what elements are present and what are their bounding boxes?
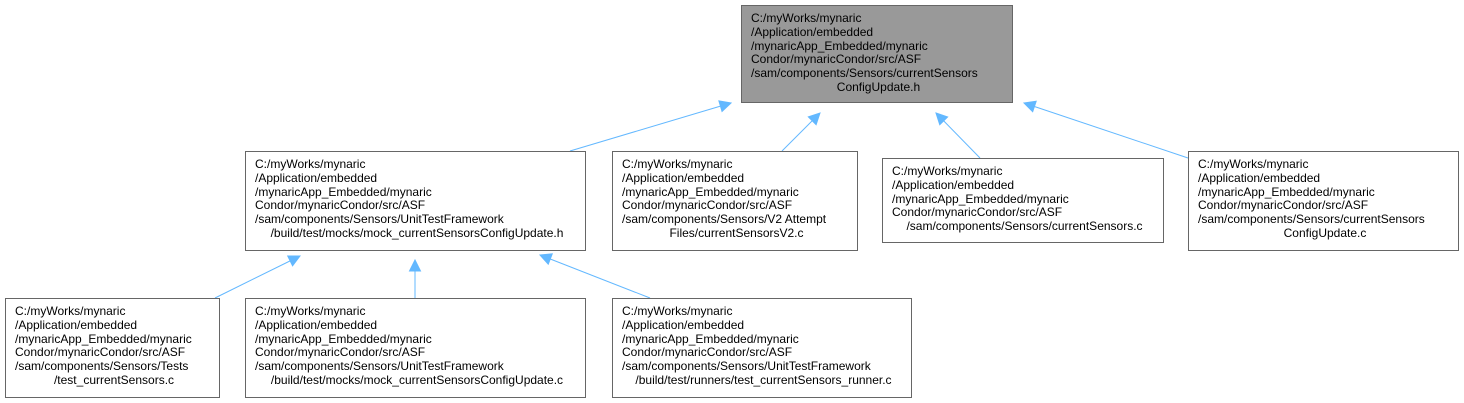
node-label-line: /Application/embedded — [622, 317, 745, 332]
node-label-line: /mynaricApp_Embedded/mynaric — [255, 184, 432, 199]
node-label-line: /Application/embedded — [751, 24, 874, 39]
node-label-line: C:/myWorks/mynaric — [1198, 157, 1309, 171]
node-label-line: /Application/embedded — [1198, 170, 1321, 185]
node-test-currentSensors-c[interactable]: C:/myWorks/mynaric/Application/embedded/… — [5, 298, 220, 398]
node-label-line: Condor/mynaricCondor/src/ASF — [15, 345, 186, 360]
node-label-line: /Application/embedded — [892, 177, 1015, 192]
node-label-line: /mynaricApp_Embedded/mynaric — [622, 184, 799, 199]
node-label-line: /sam/components/Sensors/currentSensors.c — [906, 219, 1143, 234]
edge-arrowhead — [718, 100, 733, 113]
node-currentSensorsV2-c[interactable]: C:/myWorks/mynaric/Application/embedded/… — [612, 151, 858, 251]
edge-arrowhead — [1022, 100, 1037, 113]
node-label-line: /sam/components/Sensors/currentSensors — [751, 66, 978, 81]
node-label-line: /Application/embedded — [255, 170, 378, 185]
node-label-line: C:/myWorks/mynaric — [255, 157, 366, 171]
node-label-line: /mynaricApp_Embedded/mynaric — [255, 331, 432, 346]
node-label-line: /sam/components/Sensors/UnitTestFramewor… — [255, 359, 504, 374]
edge-arrowhead — [538, 253, 554, 266]
node-label-line: Condor/mynaricCondor/src/ASF — [622, 198, 793, 213]
edge-test_c-to-mock_h — [214, 260, 291, 299]
node-mock-currentSensorsConfigUpdate-c[interactable]: C:/myWorks/mynaric/Application/embedded/… — [245, 298, 586, 398]
node-label-line: /build/test/mocks/mock_currentSensorsCon… — [270, 225, 564, 240]
edge-runner_c-to-mock_h — [550, 258, 651, 299]
node-root-currentSensorsConfigUpdate-h: C:/myWorks/mynaric/Application/embedded/… — [741, 5, 1013, 103]
node-label-line: C:/myWorks/mynaric — [622, 304, 733, 318]
node-label-line: /sam/components/Sensors/V2 Attempt — [622, 212, 827, 227]
node-currentSensorsConfigUpdate-c[interactable]: C:/myWorks/mynaric/Application/embedded/… — [1188, 151, 1459, 251]
node-currentSensors-c[interactable]: C:/myWorks/mynaric/Application/embedded/… — [882, 158, 1164, 243]
node-label-line: /Application/embedded — [15, 317, 138, 332]
node-label-line: Condor/mynaricCondor/src/ASF — [255, 345, 426, 360]
node-label-line: C:/myWorks/mynaric — [15, 304, 126, 318]
node-label-line: Files/currentSensorsV2.c — [669, 225, 804, 240]
edge-arrowhead — [807, 112, 821, 126]
node-label-line: Condor/mynaricCondor/src/ASF — [751, 52, 922, 67]
node-label-line: /mynaricApp_Embedded/mynaric — [751, 38, 928, 53]
edge-v2-to-root — [781, 120, 813, 152]
node-label-line: /test_currentSensors.c — [53, 372, 175, 387]
edge-arrowhead — [935, 112, 949, 126]
node-label-line: /sam/components/Sensors/Tests — [15, 359, 189, 374]
node-label-line: Condor/mynaricCondor/src/ASF — [1198, 198, 1369, 213]
node-label-line: /sam/components/Sensors/UnitTestFramewor… — [622, 359, 871, 374]
node-label-line: /mynaricApp_Embedded/mynaric — [1198, 184, 1375, 199]
node-label-line: /mynaricApp_Embedded/mynaric — [622, 331, 799, 346]
edge-mock_h-to-root — [569, 105, 721, 152]
edge-cfg_c-to-root — [1034, 106, 1189, 159]
node-label-line: Condor/mynaricCondor/src/ASF — [255, 198, 426, 213]
node-label-line: /Application/embedded — [622, 170, 745, 185]
node-mock-currentSensorsConfigUpdate-h[interactable]: C:/myWorks/mynaric/Application/embedded/… — [245, 151, 586, 251]
edge-arrowhead — [286, 255, 302, 267]
node-label-line: /mynaricApp_Embedded/mynaric — [15, 331, 192, 346]
node-label-line: C:/myWorks/mynaric — [622, 157, 733, 171]
node-label-line: Condor/mynaricCondor/src/ASF — [622, 345, 793, 360]
node-label-line: ConfigUpdate.c — [1283, 225, 1367, 240]
node-label-line: /sam/components/Sensors/UnitTestFramewor… — [255, 212, 504, 227]
node-label-line: ConfigUpdate.h — [836, 79, 921, 94]
node-label-line: C:/myWorks/mynaric — [892, 164, 1003, 178]
node-label-line: /mynaricApp_Embedded/mynaric — [892, 191, 1069, 206]
node-test-currentSensors-runner-c[interactable]: C:/myWorks/mynaric/Application/embedded/… — [612, 298, 912, 398]
node-label-line: /build/test/mocks/mock_currentSensorsCon… — [270, 372, 564, 387]
edge-cs_c-to-root — [943, 120, 981, 159]
node-label-line: C:/myWorks/mynaric — [751, 11, 862, 25]
node-label-line: C:/myWorks/mynaric — [255, 304, 366, 318]
node-label-line: Condor/mynaricCondor/src/ASF — [892, 205, 1063, 220]
node-label-line: /sam/components/Sensors/currentSensors — [1198, 212, 1425, 227]
node-label-line: /build/test/runners/test_currentSensors_… — [635, 372, 892, 387]
edge-arrowhead — [408, 258, 422, 272]
node-label-line: /Application/embedded — [255, 317, 378, 332]
